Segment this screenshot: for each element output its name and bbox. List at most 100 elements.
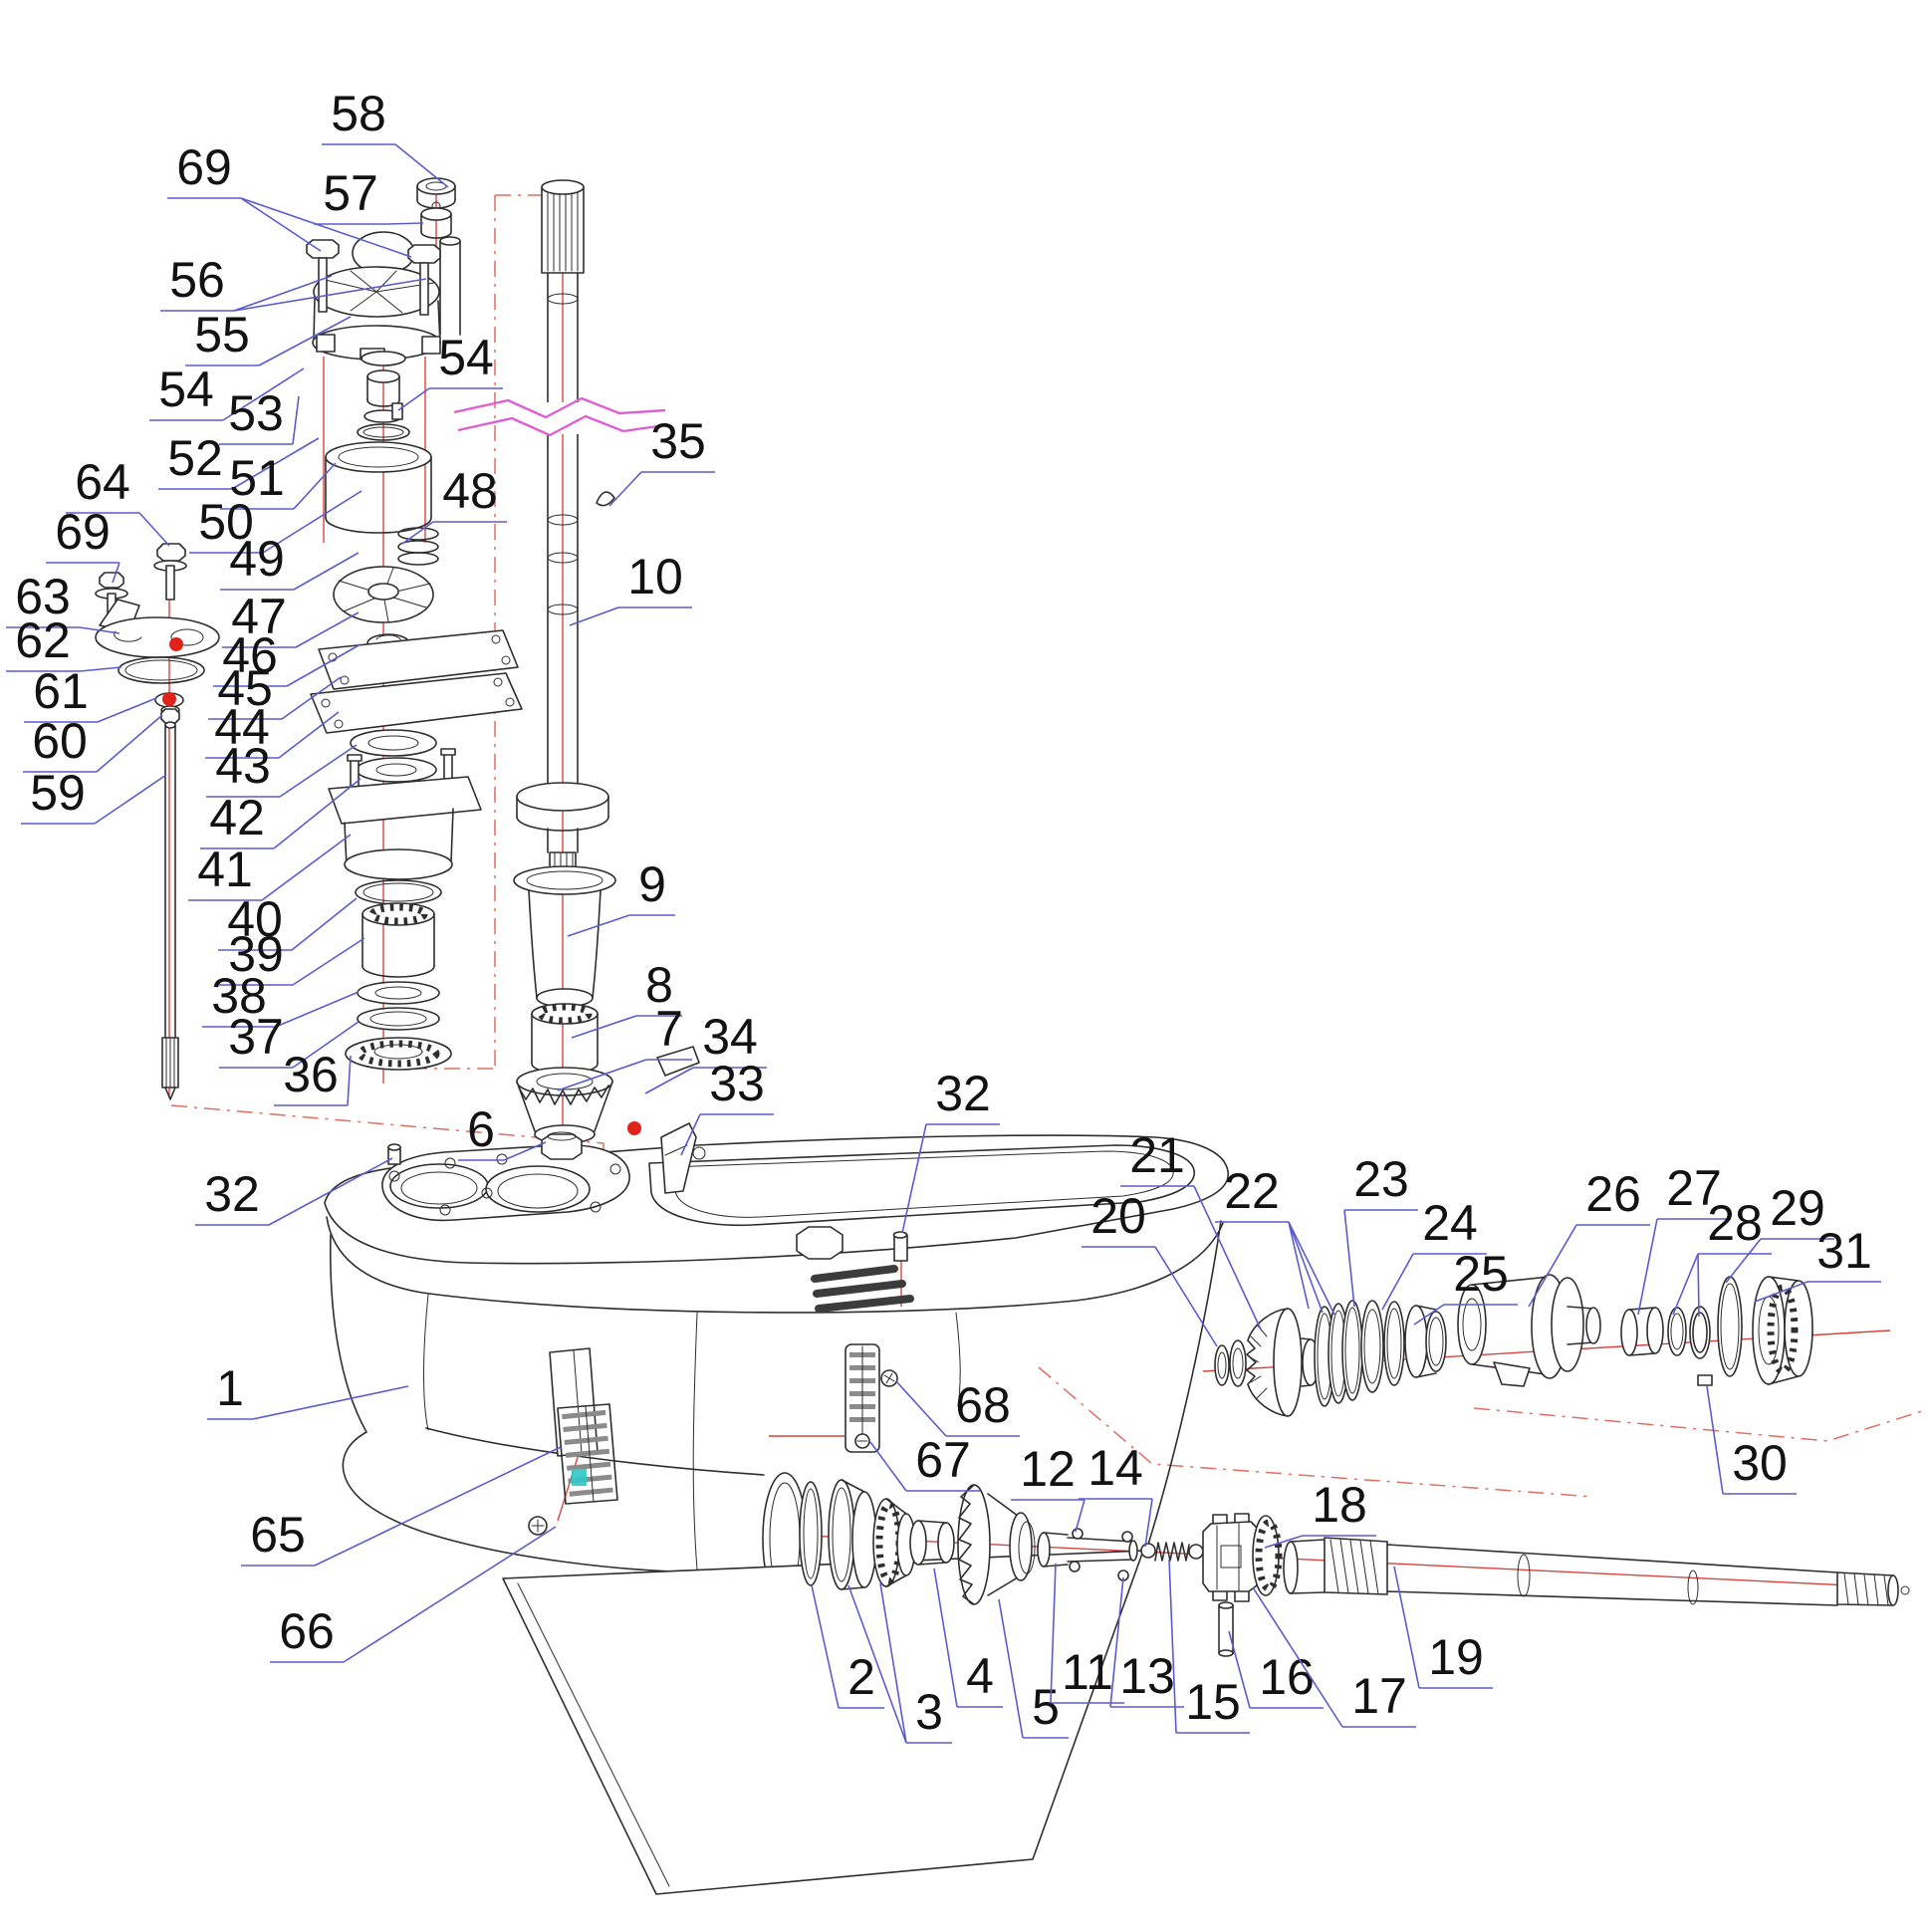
leader-line <box>1264 1535 1304 1549</box>
part-label-69: 69 <box>55 504 111 560</box>
part-callout-41: 41 <box>188 834 352 901</box>
leader-line <box>252 1385 409 1420</box>
part-callout-7: 7 <box>557 1001 692 1091</box>
routing-centerline <box>170 1104 604 1175</box>
part-42-oil-seal <box>356 757 437 783</box>
leader-line <box>291 897 358 951</box>
part-callout-66: 66 <box>270 1526 557 1663</box>
part-label-5: 5 <box>1032 1679 1060 1735</box>
part-label-42: 42 <box>209 790 265 845</box>
part-callout-35: 35 <box>608 413 715 507</box>
part-callout-61: 61 <box>24 663 157 723</box>
leader-line <box>879 1582 907 1744</box>
part-label-21: 21 <box>1129 1127 1185 1183</box>
part-65-water-intake-screen <box>549 1347 618 1505</box>
part-6-pinion-nut <box>541 1131 583 1160</box>
part-callout-45: 45 <box>208 660 342 720</box>
part-label-50: 50 <box>198 494 254 550</box>
part-callout-15: 15 <box>1168 1559 1250 1734</box>
leader-line <box>1288 1221 1324 1314</box>
part-label-4: 4 <box>966 1648 994 1704</box>
part-label-28: 28 <box>1707 1195 1763 1251</box>
part-callout-69: 69 <box>46 504 121 584</box>
part-callout-65: 65 <box>241 1446 562 1567</box>
part-62-oring <box>118 656 205 684</box>
part-label-18: 18 <box>1312 1477 1367 1533</box>
part-27-spacer <box>1620 1307 1664 1356</box>
leader-line <box>293 552 360 591</box>
part-label-9: 9 <box>638 856 666 912</box>
part-25-bearing-cup <box>1404 1305 1447 1378</box>
leader-line <box>233 278 427 312</box>
part-label-23: 23 <box>1353 1151 1409 1207</box>
part-label-11: 11 <box>1062 1644 1113 1700</box>
part-label-48: 48 <box>442 463 498 519</box>
part-48-seal-rings <box>397 527 439 566</box>
part-label-19: 19 <box>1428 1629 1484 1685</box>
part-label-49: 49 <box>229 531 285 587</box>
part-label-39: 39 <box>228 926 284 982</box>
leader-line <box>279 744 358 798</box>
part-label-51: 51 <box>229 450 285 506</box>
part-label-22: 22 <box>1224 1163 1280 1219</box>
gill-slot <box>815 1295 914 1313</box>
part-callout-12: 12 <box>1011 1441 1086 1533</box>
part-66-screen-screw <box>528 1516 548 1536</box>
leader-line <box>933 1568 958 1708</box>
part-label-43: 43 <box>215 738 271 794</box>
part-callout-16: 16 <box>1228 1630 1324 1709</box>
part-callout-11: 11 <box>1050 1563 1124 1704</box>
part-57-bushing <box>420 207 452 239</box>
leader-line <box>293 462 337 510</box>
part-45-gasket-upper <box>318 629 519 690</box>
part-callout-36: 36 <box>274 1047 352 1106</box>
leader-line <box>1168 1559 1177 1734</box>
leader-line <box>79 666 122 672</box>
part-label-65: 65 <box>250 1507 306 1563</box>
part-callout-14: 14 <box>1079 1440 1153 1548</box>
part-23-washer <box>1360 1300 1384 1393</box>
red-marker-dot <box>169 637 183 651</box>
part-label-32: 32 <box>935 1066 991 1121</box>
part-64-bolt <box>153 543 187 601</box>
part-53-spacer <box>366 369 400 407</box>
part-26-bearing-carrier <box>1457 1274 1601 1387</box>
part-67-exploded-screen <box>844 1343 880 1453</box>
part-label-36: 36 <box>283 1047 339 1102</box>
part-callout-48: 48 <box>401 463 507 545</box>
part-41-bearing-carrier-upper <box>328 748 482 880</box>
part-callout-50: 50 <box>189 490 362 554</box>
part-label-60: 60 <box>32 713 88 769</box>
leader-line <box>1706 1385 1724 1495</box>
leader-line <box>567 914 630 937</box>
part-13-ball <box>1121 1531 1133 1543</box>
leader-line <box>1144 1498 1153 1548</box>
part-label-35: 35 <box>650 413 706 469</box>
part-label-58: 58 <box>331 86 386 141</box>
part-callout-33: 33 <box>680 1056 774 1156</box>
leader-line <box>273 778 362 849</box>
part-label-45: 45 <box>217 660 273 716</box>
part-callout-6: 6 <box>458 1101 547 1161</box>
part-21-forward-gear <box>1246 1308 1320 1417</box>
part-callout-28: 28 <box>1672 1195 1772 1318</box>
part-59-shift-rod <box>161 721 179 1100</box>
part-callout-46: 46 <box>213 627 362 687</box>
leader-line <box>569 606 619 626</box>
part-50-insert-cup <box>325 441 432 534</box>
part-label-37: 37 <box>228 1009 284 1065</box>
part-callout-62: 62 <box>6 612 122 672</box>
part-35-woodruff-key <box>596 491 615 507</box>
leader-line <box>1288 1221 1310 1310</box>
part-callout-44: 44 <box>205 699 340 759</box>
part-label-62: 62 <box>15 612 71 668</box>
leader-line <box>295 611 360 648</box>
leader-line <box>261 834 352 901</box>
leader-line <box>1672 1253 1699 1316</box>
part-callout-2: 2 <box>811 1584 884 1709</box>
part-label-27: 27 <box>1666 1160 1722 1216</box>
part-label-31: 31 <box>1816 1223 1872 1279</box>
part-8-needle-bearing <box>531 1003 599 1075</box>
part-callout-52: 52 <box>158 430 320 490</box>
